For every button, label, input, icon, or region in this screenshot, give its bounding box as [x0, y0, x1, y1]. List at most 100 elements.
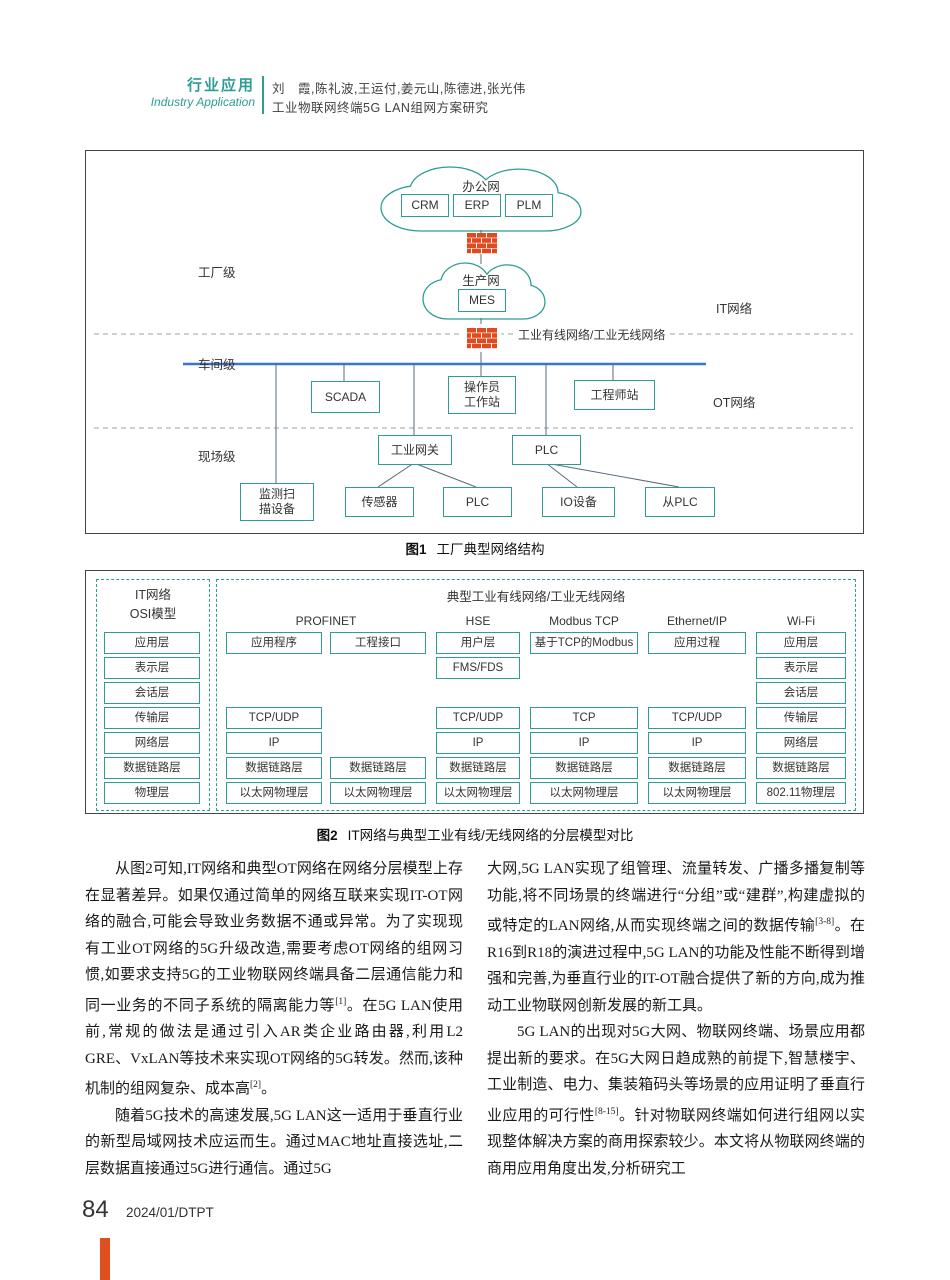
industrial-networks-header: 典型工业有线网络/工业无线网络 — [446, 590, 626, 604]
osi-layer-cell: 网络层 — [104, 732, 200, 754]
figure2-caption-text: IT网络与典型工业有线/无线网络的分层模型对比 — [347, 828, 634, 843]
body-column-right: 大网,5G LAN实现了组管理、流量转发、广播多播复制等功能,将不同场景的终端进… — [487, 856, 865, 1182]
protocol-layer-cell: 802.11物理层 — [756, 782, 846, 804]
section-title-cn: 行业应用 — [186, 77, 255, 94]
protocol-name: Wi-Fi — [787, 614, 815, 628]
protocol-layer-cell: 数据链路层 — [530, 757, 638, 779]
empty-layer-slot — [530, 682, 638, 704]
protocol-column-hse: HSE 用户层 FMS/FDS TCP/UDP IP 数据链路层以太网物理层 — [436, 610, 520, 804]
journal-issue: 2024/01/DTPT — [126, 1205, 214, 1220]
industrial-networks-group: 典型工业有线网络/工业无线网络 PROFINET 应用程序 TCP/UDP IP 数据链… — [216, 579, 856, 811]
protocol-layer-cell: 应用程序 — [226, 632, 322, 654]
empty-layer-slot — [436, 682, 520, 704]
empty-layer-slot — [530, 657, 638, 679]
node-engineer-station: 工程师站 — [574, 380, 655, 410]
node-plm: PLM — [505, 194, 553, 217]
protocol-layer-cell: 以太网物理层 — [530, 782, 638, 804]
body-column-left: 从图2可知,IT网络和典型OT网络在网络分层模型上存在显著差异。如果仅通过简单的… — [85, 856, 463, 1182]
body-paragraph: 大网,5G LAN实现了组管理、流量转发、广播多播复制等功能,将不同场景的终端进… — [487, 861, 865, 1014]
figure1-caption-text: 工厂典型网络结构 — [436, 542, 545, 557]
firewall-icon — [467, 233, 497, 254]
protocol-layer-cell: IP — [648, 732, 746, 754]
protocol-layer-cell: 数据链路层 — [330, 757, 426, 779]
protocol-stack: 应用过程 TCP/UDP IP 数据链路层以太网物理层 — [648, 632, 746, 804]
protocol-layer-cell: 以太网物理层 — [436, 782, 520, 804]
empty-layer-slot — [226, 682, 322, 704]
protocol-layer-cell: IP — [436, 732, 520, 754]
node-industrial-gateway: 工业网关 — [378, 435, 452, 465]
protocol-stack: 工程接口数据链路层以太网物理层 — [330, 632, 426, 804]
osi-header-line2: OSI模型 — [129, 607, 177, 621]
protocol-layer-cell: 基于TCP的Modbus — [530, 632, 638, 654]
protocol-layer-cell: 表示层 — [756, 657, 846, 679]
protocol-layer-cell: 以太网物理层 — [226, 782, 322, 804]
body-paragraph: 从图2可知,IT网络和典型OT网络在网络分层模型上存在显著差异。如果仅通过简单的… — [85, 861, 463, 1097]
osi-layer-cell: 物理层 — [104, 782, 200, 804]
running-title: 工业物联网终端5G LAN组网方案研究 — [272, 101, 489, 115]
empty-layer-slot — [330, 732, 426, 754]
protocol-layer-cell: 网络层 — [756, 732, 846, 754]
empty-layer-slot — [648, 657, 746, 679]
protocol-layer-cell: 数据链路层 — [436, 757, 520, 779]
page-number: 84 — [82, 1196, 109, 1223]
osi-model-header: IT网络 OSI模型 — [97, 586, 209, 624]
protocol-layer-cell: 数据链路层 — [756, 757, 846, 779]
header-divider — [262, 76, 264, 114]
node-sensor: 传感器 — [345, 487, 414, 517]
node-operator-workstation: 操作员 工作站 — [448, 376, 516, 414]
figure1-network-diagram: 办公网 CRM ERP PLM 生产网 MES 工业有线网络/工业无线网络 工厂… — [85, 150, 864, 534]
node-slave-plc: 从PLC — [645, 487, 715, 517]
node-mes: MES — [458, 289, 506, 312]
protocol-layer-cell: IP — [530, 732, 638, 754]
protocol-layer-cell: 数据链路层 — [226, 757, 322, 779]
protocol-layer-cell: 应用过程 — [648, 632, 746, 654]
node-scada: SCADA — [311, 381, 380, 413]
level-workshop: 车间级 — [198, 358, 236, 372]
figure2-caption-label: 图2 — [316, 828, 338, 843]
osi-layer-cell: 传输层 — [104, 707, 200, 729]
protocol-layer-cell: TCP — [530, 707, 638, 729]
empty-layer-slot — [330, 657, 426, 679]
figure2-caption: 图2 IT网络与典型工业有线/无线网络的分层模型对比 — [0, 824, 950, 844]
osi-layer-cell: 表示层 — [104, 657, 200, 679]
protocol-name: Ethernet/IP — [666, 614, 728, 628]
protocol-name: Modbus TCP — [549, 614, 619, 628]
osi-layer-cell: 会话层 — [104, 682, 200, 704]
level-field: 现场级 — [198, 450, 236, 464]
protocol-stack: 用户层 FMS/FDS TCP/UDP IP 数据链路层以太网物理层 — [436, 632, 520, 804]
protocol-layer-cell: 数据链路层 — [648, 757, 746, 779]
protocol-layer-cell: TCP/UDP — [648, 707, 746, 729]
osi-layer-cell: 应用层 — [104, 632, 200, 654]
figure2-layer-model: IT网络 OSI模型 应用层表示层会话层传输层网络层数据链路层物理层 典型工业有… — [85, 570, 864, 814]
protocol-name: HSE — [465, 614, 491, 628]
node-io-device: IO设备 — [542, 487, 615, 517]
empty-layer-slot — [648, 682, 746, 704]
network-diagram-canvas — [94, 165, 853, 488]
protocol-name: PROFINET — [295, 614, 357, 628]
section-title-en: Industry Application — [150, 95, 255, 109]
protocol-layer-cell: 以太网物理层 — [648, 782, 746, 804]
node-monitoring-scanner: 监测扫 描设备 — [240, 483, 314, 521]
osi-layer-cell: 数据链路层 — [104, 757, 200, 779]
protocol-layer-cell: 应用层 — [756, 632, 846, 654]
node-plc-field: PLC — [443, 487, 512, 517]
protocol-layer-cell: FMS/FDS — [436, 657, 520, 679]
body-paragraph: 5G LAN的出现对5G大网、物联网终端、场景应用都提出新的要求。在5G大网日趋… — [487, 1024, 865, 1177]
protocol-layer-cell: TCP/UDP — [226, 707, 322, 729]
figure1-caption: 图1 工厂典型网络结构 — [0, 538, 950, 558]
figure1-caption-label: 图1 — [405, 542, 427, 557]
node-erp: ERP — [453, 194, 501, 217]
osi-header-line1: IT网络 — [134, 588, 172, 602]
protocol-layer-cell: TCP/UDP — [436, 707, 520, 729]
protocol-layer-cell: 用户层 — [436, 632, 520, 654]
node-crm: CRM — [401, 194, 449, 217]
protocol-layer-cell: 会话层 — [756, 682, 846, 704]
zone-it-network: IT网络 — [716, 302, 753, 316]
